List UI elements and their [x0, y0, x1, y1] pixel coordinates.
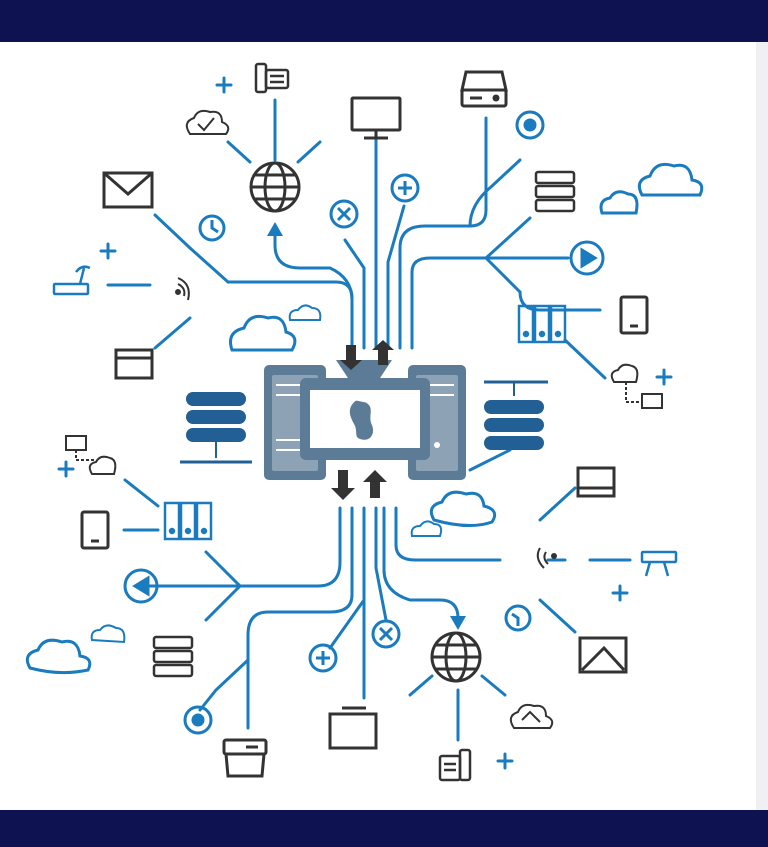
browser-window-icon — [114, 348, 154, 380]
clock-icon — [198, 214, 226, 242]
plus-icon — [611, 584, 629, 602]
add-circle-icon — [308, 643, 338, 673]
top-band — [0, 0, 768, 42]
server-stack-icon — [534, 170, 576, 213]
picture-icon — [578, 636, 628, 674]
transfer-arrows-top — [340, 340, 394, 370]
play-icon — [569, 240, 605, 276]
cloud-icon — [599, 190, 639, 215]
arrow-down-globe — [450, 616, 466, 630]
router-icon — [640, 550, 678, 577]
database-icon — [180, 392, 252, 464]
cloud-icon — [229, 314, 297, 352]
cloud-icon — [429, 490, 497, 527]
wifi-icon — [536, 547, 557, 569]
arrow-up-globe — [267, 222, 283, 236]
plus-icon — [496, 752, 514, 770]
center-server-cluster — [264, 340, 466, 500]
hard-drive-icon — [460, 70, 508, 108]
cloud-icon — [410, 520, 443, 537]
cloud-icon — [637, 162, 704, 197]
center-monitor-icon — [300, 360, 430, 460]
right-edge — [756, 42, 768, 810]
network-flow-icon — [65, 435, 117, 475]
globe-shape — [348, 399, 375, 441]
network-flow-icon — [610, 363, 663, 409]
cloud-icon — [288, 304, 322, 321]
transfer-arrows-bottom — [331, 470, 387, 500]
plus-icon — [215, 76, 233, 94]
rack-icon — [517, 304, 567, 344]
phone-icon — [254, 62, 290, 94]
database-icon — [484, 380, 548, 450]
cloud-icon — [25, 638, 92, 675]
cloud-check-icon — [509, 703, 554, 729]
wifi-icon — [175, 277, 190, 301]
plus-icon — [57, 460, 75, 478]
add-circle-icon — [390, 173, 420, 203]
hard-drive-icon — [222, 738, 268, 778]
globe-icon — [430, 631, 482, 683]
router-icon — [52, 265, 91, 296]
globe-icon — [249, 161, 301, 213]
phone-icon — [438, 748, 472, 782]
browser-window-icon — [576, 466, 616, 498]
cloud-icon — [90, 624, 126, 644]
plus-icons — [57, 76, 673, 770]
back-icon — [123, 568, 159, 604]
arrow-heads — [267, 222, 466, 630]
tablet-icon — [80, 510, 110, 550]
bottom-band — [0, 810, 768, 847]
connectors — [106, 98, 632, 742]
clock-icon — [504, 604, 532, 632]
close-circle-icon — [329, 199, 359, 229]
monitor-icon — [350, 96, 402, 140]
close-circle-icon — [371, 619, 401, 649]
mail-icon — [102, 171, 154, 209]
cloud-check-icon — [185, 109, 230, 135]
tablet-icon — [619, 295, 649, 335]
plus-icon — [655, 368, 673, 386]
clouds — [25, 162, 704, 675]
target-icon — [515, 110, 545, 140]
monitor-icon — [328, 706, 378, 750]
rack-icon — [163, 501, 213, 541]
plus-icon — [99, 242, 117, 260]
target-icon — [183, 705, 213, 735]
server-stack-icon — [152, 635, 194, 678]
